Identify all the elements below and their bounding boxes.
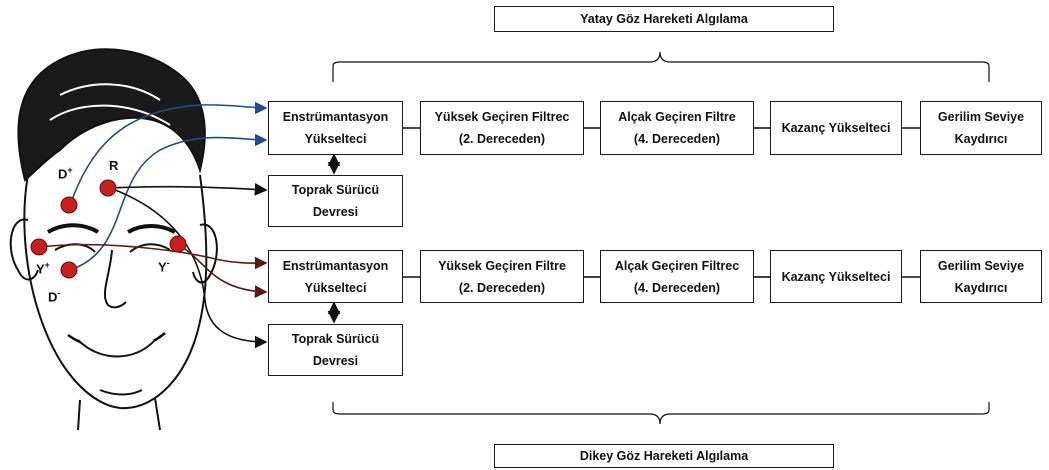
bottom-low-pass-filter: Alçak Geçiren Filtrec(4. Dereceden) xyxy=(600,250,754,303)
electrodes xyxy=(30,179,187,279)
electrode-d-plus xyxy=(60,196,78,214)
wire-y-minus xyxy=(177,244,268,298)
top-high-pass-filter: Yüksek Geçiren Filtrec(2. Dereceden) xyxy=(420,101,584,155)
wire-d-plus xyxy=(69,101,268,206)
wire-r-ground-bottom xyxy=(109,187,268,349)
electrode-r xyxy=(99,179,117,197)
face-illustration xyxy=(9,48,218,431)
label-d-plus: D+ xyxy=(58,165,73,182)
top-low-pass-filter: Alçak Geçiren Filtre(4. Dereceden) xyxy=(600,101,754,155)
wire-y-plus xyxy=(39,243,268,270)
label-y-plus: Y+ xyxy=(36,260,50,277)
electrode-y-plus xyxy=(30,238,48,256)
wire-d-minus xyxy=(69,133,268,271)
top-gain-amplifier: Kazanç Yükselteci xyxy=(770,101,902,155)
electrode-y-minus xyxy=(169,235,187,253)
label-r: R xyxy=(109,158,119,173)
bottom-brace xyxy=(332,402,990,425)
electrode-d-minus xyxy=(60,261,78,279)
vertical-detection-title: Dikey Göz Hareketi Algılama xyxy=(494,444,834,468)
label-d-minus: D- xyxy=(48,288,61,305)
label-y-minus: Y- xyxy=(158,258,170,275)
bottom-high-pass-filter: Yüksek Geçiren Filtre(2. Dereceden) xyxy=(420,250,584,303)
top-brace xyxy=(332,51,990,82)
bottom-gain-amplifier: Kazanç Yükselteci xyxy=(770,250,902,303)
horizontal-detection-title: Yatay Göz Hareketi Algılama xyxy=(494,6,834,32)
wire-r-ground-top xyxy=(109,182,268,196)
